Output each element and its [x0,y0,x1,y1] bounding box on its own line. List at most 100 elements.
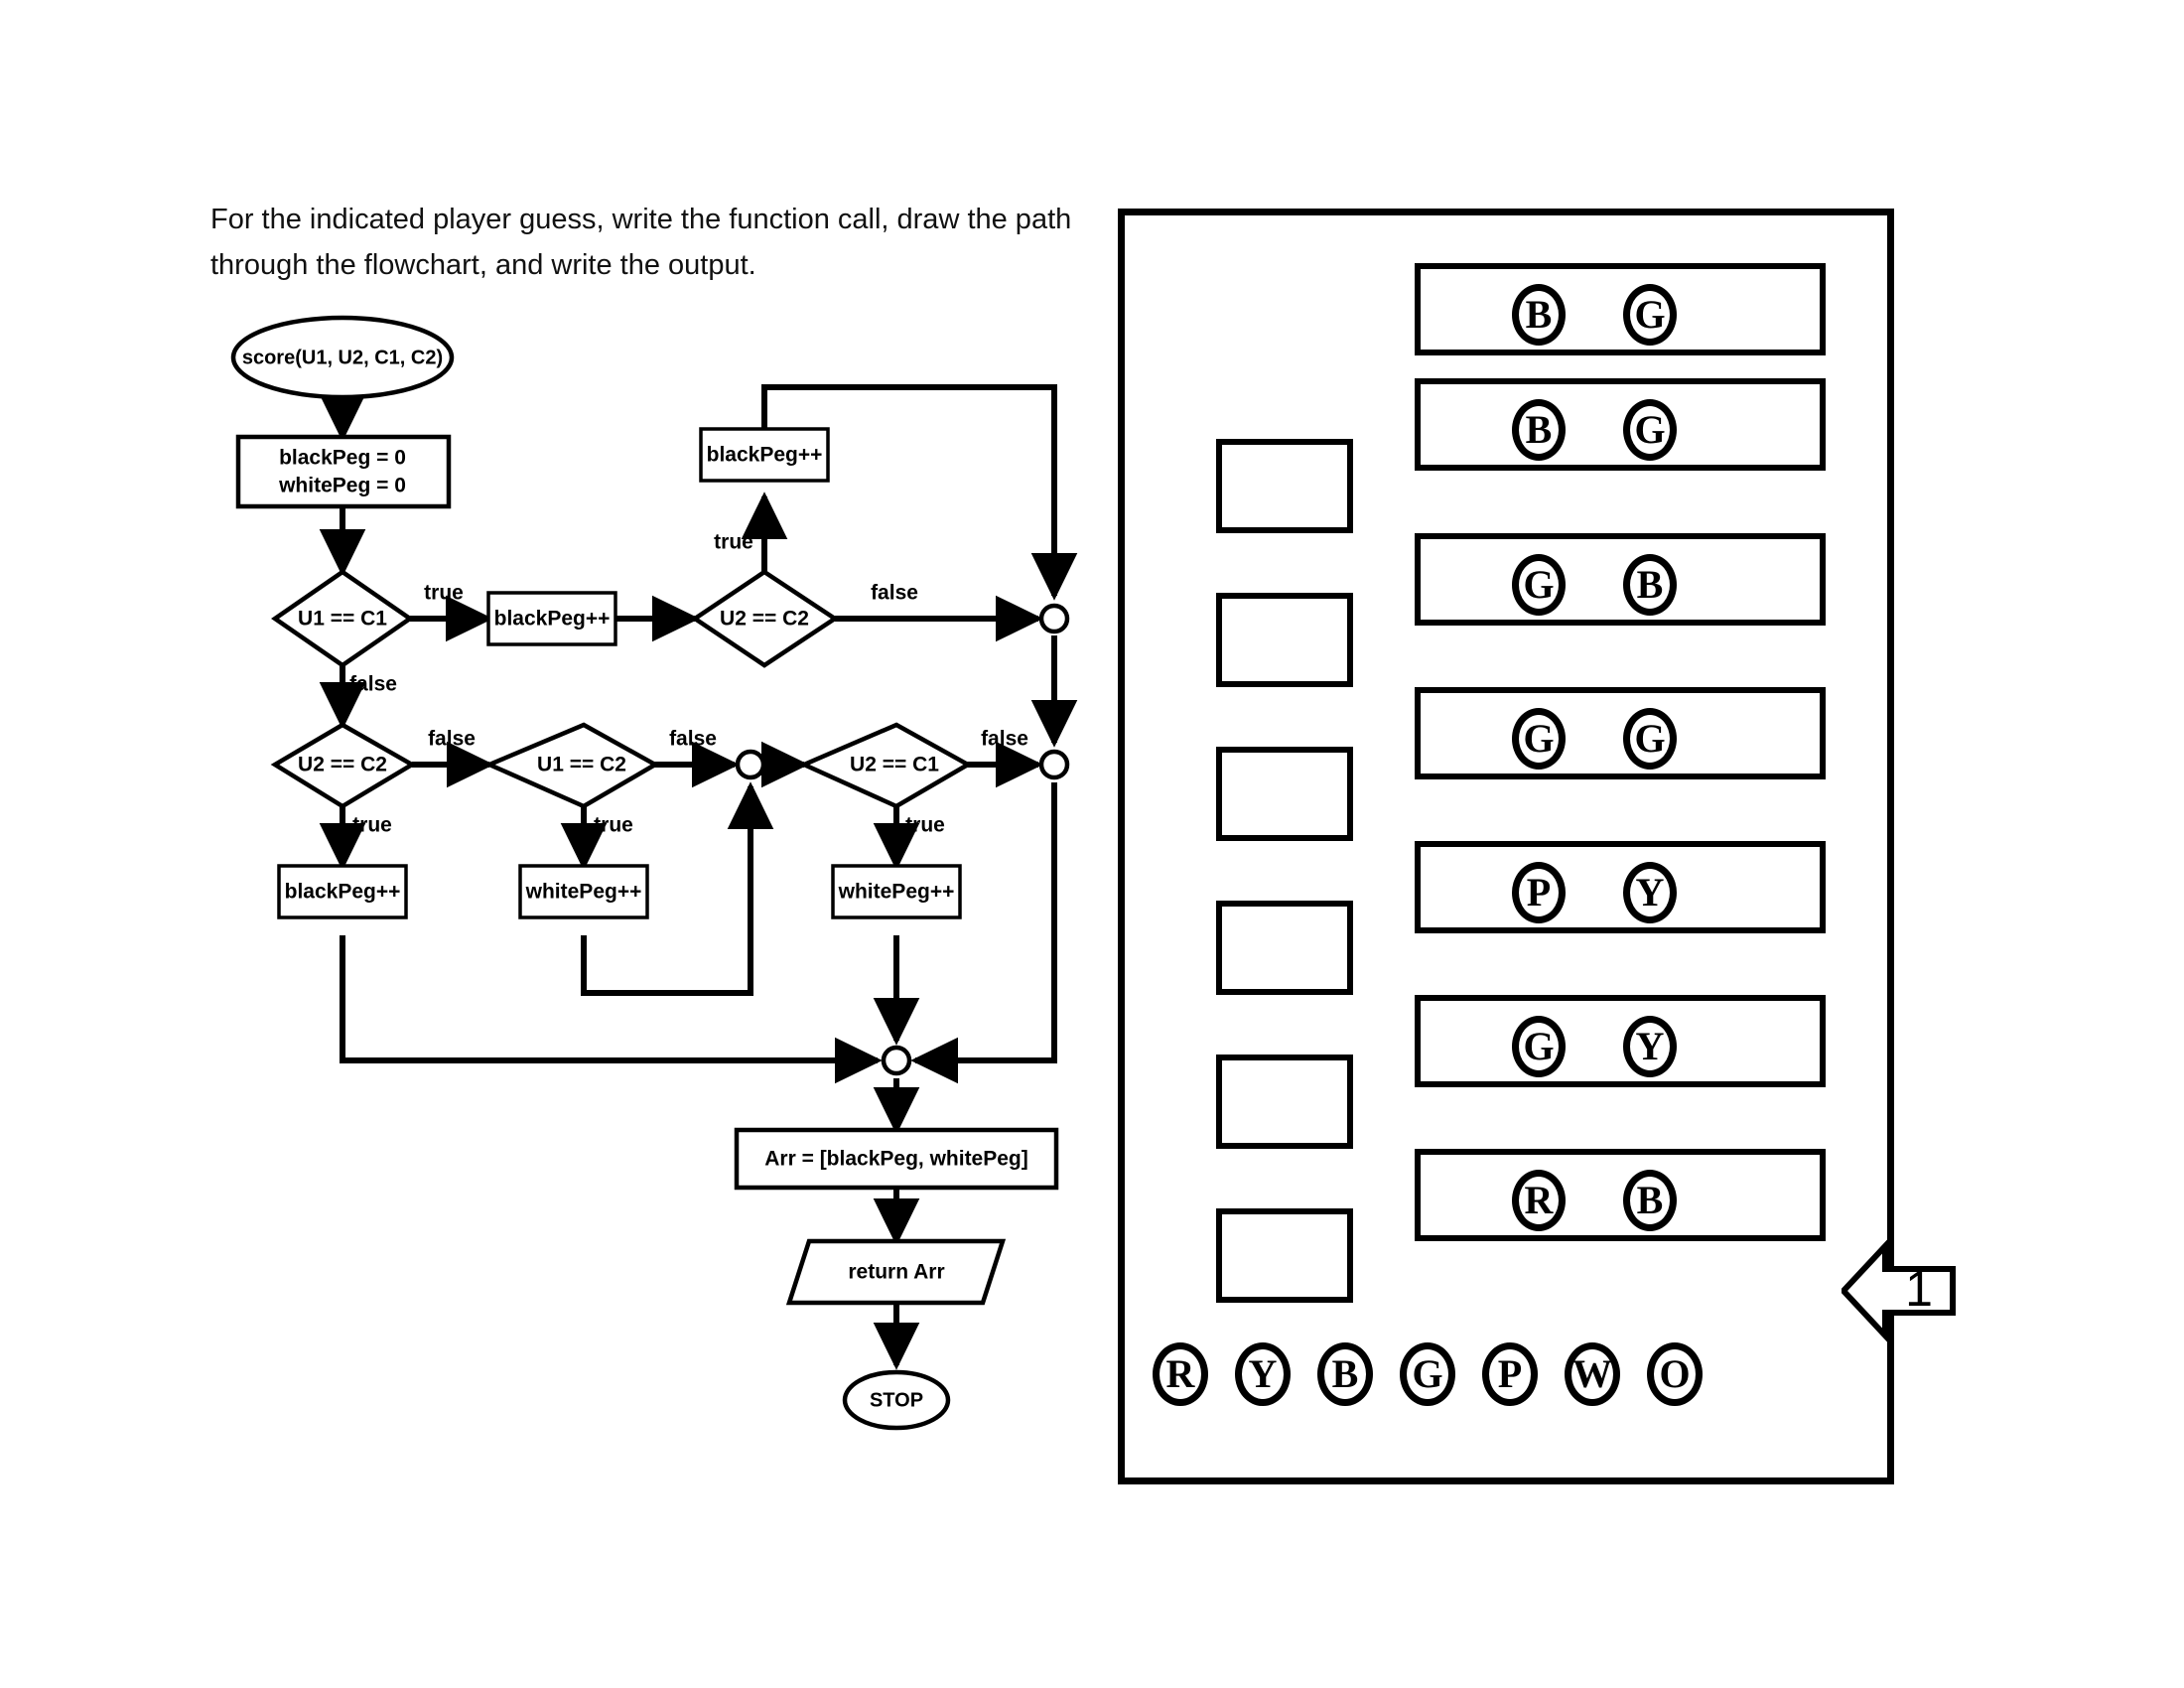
feedback-box-row-6[interactable] [1216,1208,1353,1303]
peg-row-2-slot-0[interactable]: G [1512,554,1566,616]
peg-letter: G [1634,716,1666,761]
peg-row-1-slot-1[interactable]: G [1623,399,1677,461]
peg-letter: G [1523,562,1555,607]
palette-peg-w[interactable]: W [1565,1342,1620,1406]
peg-row-1-slot-0[interactable]: B [1512,399,1566,461]
palette-peg-o[interactable]: O [1647,1342,1703,1406]
peg-row-2-slot-1[interactable]: B [1623,554,1677,616]
palette-peg-b[interactable]: B [1317,1342,1373,1406]
edge-label-d4-true: true [594,814,633,837]
feedback-box-row-1[interactable] [1216,439,1353,533]
flowchart-init-line-2: whitePeg = 0 [278,475,406,497]
feedback-box-row-3[interactable] [1216,747,1353,841]
edge-blacktop-loop [761,384,1078,601]
peg-letter: B [1525,407,1553,452]
guess-row-4[interactable]: P Y [1415,841,1826,933]
flowchart-blackpeg-top-label: blackPeg++ [707,444,823,467]
peg-row-5-slot-1[interactable]: Y [1623,1016,1677,1077]
peg-row-0-slot-0[interactable]: B [1512,284,1566,346]
peg-letter: P [1497,1351,1523,1396]
row-marker-number: 1 [1905,1261,1933,1317]
flowchart-decision-u1c1-label: U1 == C1 [298,608,387,631]
flowchart-decision-u1c2-label: U1 == C2 [537,754,626,776]
flowchart-blackpeg-low-label: blackPeg++ [285,881,401,904]
peg-letter: G [1523,716,1555,761]
flowchart-arr-box [734,1127,1059,1191]
palette-peg-p[interactable]: P [1482,1342,1538,1406]
edge-label-d3-false: false [428,728,476,751]
guess-row-6[interactable]: R B [1415,1149,1826,1241]
peg-row-4-slot-1[interactable]: Y [1623,862,1677,923]
guess-row-2[interactable]: G B [1415,533,1826,626]
edge-label-d4-false: false [669,728,717,751]
palette-peg-y[interactable]: Y [1235,1342,1291,1406]
guess-row-0[interactable]: B G [1415,263,1826,355]
edge-label-d2-false: false [871,582,918,605]
palette-peg-r[interactable]: R [1153,1342,1208,1406]
color-palette: R Y B G P W O [1153,1342,1703,1406]
peg-letter: W [1572,1351,1612,1396]
flowchart-decision-u2c2-low [270,722,417,809]
edge-label-d1-true: true [424,582,464,605]
peg-letter: O [1659,1351,1691,1396]
flowchart-decision-u2c2-low-label: U2 == C2 [298,754,387,776]
edge-connB-to-merge [910,782,1057,1084]
flowchart-init-box [235,434,452,509]
peg-letter: G [1634,292,1666,337]
feedback-box-row-4[interactable] [1216,901,1353,995]
flowchart-return-shape [785,1238,1007,1306]
palette-peg-g[interactable]: G [1400,1342,1455,1406]
guess-row-1[interactable]: B G [1415,378,1826,471]
flowchart-blackpeg-low-box [277,864,408,919]
flowchart-diagram: score(U1, U2, C1, C2) blackPeg = 0 white… [230,315,1078,1431]
row-marker-callout: 1 [1842,1236,1971,1345]
flowchart-connector-b [1038,749,1070,780]
feedback-box-row-2[interactable] [1216,593,1353,687]
peg-row-0-slot-1[interactable]: G [1623,284,1677,346]
peg-letter: G [1634,407,1666,452]
peg-row-4-slot-0[interactable]: P [1512,862,1566,923]
peg-letter: B [1636,1178,1664,1222]
peg-letter: R [1165,1351,1195,1396]
flowchart-whitepeg-mid-label: whitePeg++ [525,881,642,904]
flowchart-start-label: score(U1, U2, C1, C2) [242,347,443,368]
instruction-line-1: For the indicated player guess, write th… [210,204,1072,235]
peg-letter: B [1636,562,1664,607]
guess-row-5[interactable]: G Y [1415,995,1826,1087]
left-arrow-icon [1842,1238,1956,1343]
flowchart-whitepeg-right-label: whitePeg++ [838,881,955,904]
peg-letter: Y [1248,1351,1278,1396]
peg-letter: P [1526,870,1552,914]
edge-label-d3-true: true [352,814,392,837]
edge-label-d5-true: true [905,814,945,837]
flowchart-start-terminal [230,315,455,400]
flowchart-decision-u1c2 [483,722,660,809]
flowchart-whitepeg-mid-box [518,864,649,919]
peg-row-6-slot-0[interactable]: R [1512,1170,1566,1231]
flowchart-decision-u2c2-top-label: U2 == C2 [720,608,809,631]
peg-row-3-slot-1[interactable]: G [1623,708,1677,770]
flowchart-decision-u1c1 [271,569,414,668]
flowchart-return-label: return Arr [848,1261,944,1284]
flowchart-connector-merge [881,1045,912,1076]
flowchart-whitepeg-right-box [831,864,962,919]
flowchart-stop-terminal [842,1369,951,1431]
instruction-line-2: through the flowchart, and write the out… [210,249,756,281]
flowchart-connector-a [1038,603,1070,634]
guess-row-3[interactable]: G G [1415,687,1826,779]
flowchart-connector-c [735,749,766,780]
flowchart-init-line-1: blackPeg = 0 [279,447,406,470]
flowchart-decision-u2c1 [798,722,973,809]
mastermind-board: B G B G G B G G P [1118,209,1894,1484]
peg-row-5-slot-0[interactable]: G [1512,1016,1566,1077]
peg-row-6-slot-1[interactable]: B [1623,1170,1677,1231]
peg-letter: B [1525,292,1553,337]
edge-whitemid-loop [581,781,774,996]
edge-label-d5-false: false [981,728,1028,751]
feedback-box-row-5[interactable] [1216,1055,1353,1149]
peg-row-3-slot-0[interactable]: G [1512,708,1566,770]
peg-letter: G [1412,1351,1443,1396]
peg-letter: B [1331,1351,1359,1396]
instruction-text: For the indicated player guess, write th… [210,197,1104,288]
peg-letter: Y [1635,1024,1665,1068]
